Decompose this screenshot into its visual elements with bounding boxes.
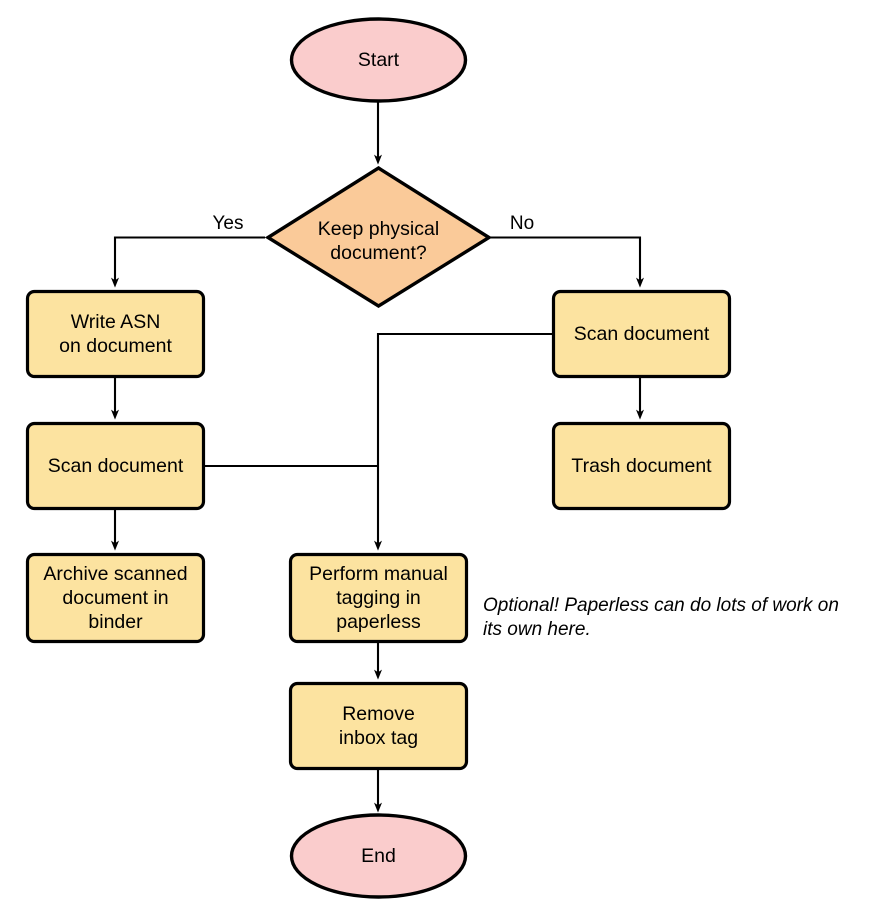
write-asn-label-line1: Write ASN <box>71 311 161 333</box>
edge-label-yes: Yes <box>213 213 244 234</box>
node-start[interactable]: Start <box>289 17 468 103</box>
archive-label-line2: document in <box>62 587 168 609</box>
edge-label-no: No <box>510 213 534 234</box>
scan-document-left-label: Scan document <box>48 455 184 477</box>
connector-scan-right-to-tagging <box>374 332 552 551</box>
archive-label-line1: Archive scanned <box>43 563 187 585</box>
connector-decision-no-to-scan-right <box>490 236 644 288</box>
scan-document-right-box-shape <box>551 289 732 379</box>
annotation-line1: Optional! Paperless can do lots of work … <box>483 595 839 616</box>
tagging-label-line1: Perform manual <box>309 563 448 585</box>
start-label: Start <box>358 49 400 71</box>
node-archive-scanned-document[interactable]: Archive scanned document in binder <box>25 552 206 644</box>
trash-document-label: Trash document <box>571 455 712 477</box>
tagging-label-line2: tagging in <box>336 587 421 609</box>
node-write-asn-on-document[interactable]: Write ASN on document <box>25 289 206 379</box>
start-ellipse-shape <box>289 17 468 103</box>
node-trash-document[interactable]: Trash document <box>551 421 732 511</box>
annotation-optional-paperless: Optional! Paperless can do lots of work … <box>483 595 839 640</box>
trash-document-box-shape <box>551 421 732 511</box>
node-scan-document-left[interactable]: Scan document <box>25 421 206 511</box>
remove-inbox-box-shape <box>288 681 469 771</box>
remove-inbox-label-line2: inbox tag <box>339 727 418 749</box>
node-decision-keep-physical-document[interactable]: Keep physical document? <box>264 165 493 309</box>
archive-label-line3: binder <box>88 611 143 633</box>
write-asn-label-line2: on document <box>59 335 172 357</box>
node-remove-inbox-tag[interactable]: Remove inbox tag <box>288 681 469 771</box>
scan-document-right-label: Scan document <box>574 323 710 345</box>
decision-diamond-shape <box>264 165 493 309</box>
decision-label-line2: document? <box>330 242 427 264</box>
tagging-label-line3: paperless <box>336 611 421 633</box>
end-ellipse-shape <box>289 813 468 899</box>
node-scan-document-right[interactable]: Scan document <box>551 289 732 379</box>
node-end[interactable]: End <box>289 813 468 899</box>
decision-label-line1: Keep physical <box>318 218 439 240</box>
tagging-box-shape <box>288 552 469 644</box>
scan-document-left-box-shape <box>25 421 206 511</box>
write-asn-box-shape <box>25 289 206 379</box>
node-perform-manual-tagging[interactable]: Perform manual tagging in paperless <box>288 552 469 644</box>
archive-box-shape <box>25 552 206 644</box>
remove-inbox-label-line1: Remove <box>342 703 415 725</box>
annotation-line2: its own here. <box>483 619 591 640</box>
end-label: End <box>361 845 396 867</box>
connector-decision-yes-to-write-asn <box>111 236 265 288</box>
